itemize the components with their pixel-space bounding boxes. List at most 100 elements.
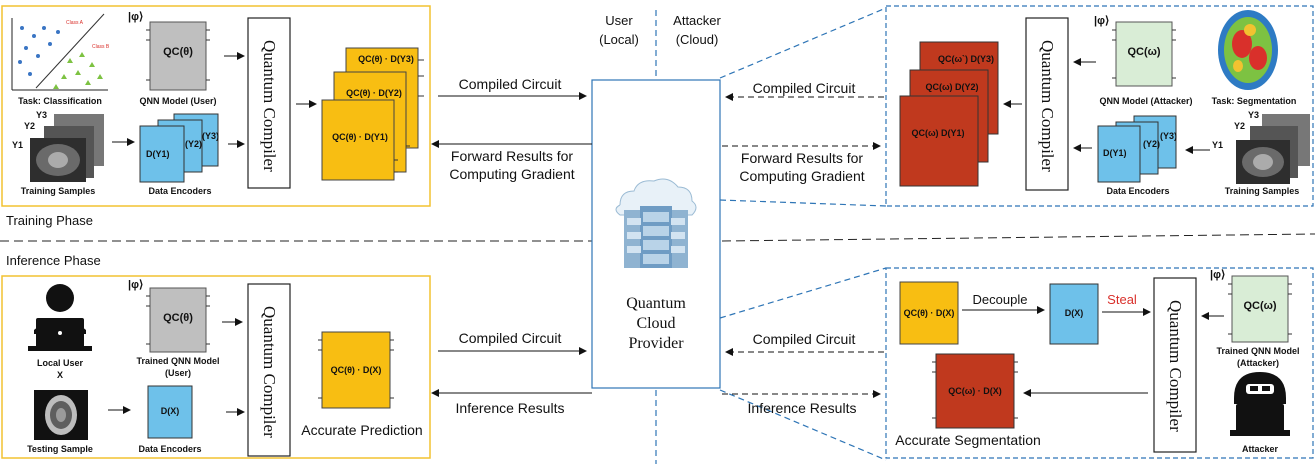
stack-user-2-label: QC(θ) · D(Y2): [346, 88, 402, 98]
compiler-label-attacker-train: Quantum Compiler: [1038, 40, 1057, 172]
y3-attacker: Y3: [1248, 110, 1260, 120]
cloud-label-1: Quantum: [626, 295, 686, 312]
classification-plot: [11, 13, 108, 91]
header-attacker: Attacker: [673, 13, 721, 28]
qnn-user-trained-box-label: QC(θ): [163, 312, 193, 324]
compiler-label-user-infer: Quantum Compiler: [260, 306, 279, 438]
result-attacker-label: QC(ω) · D(X): [948, 386, 1002, 396]
quantum-compiler-attacker-infer: [1153, 277, 1197, 453]
encoder-user-3-label: (Y3): [202, 131, 220, 141]
stolen-encoder-label: D(X): [1064, 308, 1084, 318]
compiled-label-user-train: Compiled Circuit: [458, 76, 562, 92]
class-b-label: Class B: [92, 44, 110, 50]
encoders-user-label: Data Encoders: [148, 186, 212, 196]
attacker-link-mid2: [719, 267, 887, 319]
attacker-hacker-icon: [1230, 372, 1290, 436]
stack-attacker-1-label: QC(ω) D(Y1): [911, 128, 965, 138]
forward-label-user-1: Forward Results for: [450, 148, 574, 164]
qnn-attacker-box: [1115, 21, 1173, 87]
encoder-user-1-label: D(Y1): [146, 149, 170, 159]
steal-label: Steal: [1107, 292, 1137, 307]
attacker-link-mid: [719, 199, 887, 207]
forward-label-attacker-2: Computing Gradient: [739, 168, 865, 184]
encoder-user-1: [139, 125, 185, 183]
stack-user-1-label: QC(θ) · D(Y1): [332, 132, 388, 142]
training-samples-attacker-label: Training Samples: [1224, 186, 1300, 196]
encoder-user-2-label: (Y2): [185, 139, 203, 149]
attacker-training-ct-images: [1236, 114, 1310, 184]
encoder-attacker-3-label: (Y3): [1160, 131, 1178, 141]
qnn-attacker-trained-box: [1231, 275, 1289, 343]
result-user-box: [321, 331, 391, 409]
server-icon: [615, 178, 697, 268]
cloud-label-3: Provider: [628, 335, 684, 352]
qnn-user-box: [149, 21, 207, 91]
cloud-label-2: Cloud: [636, 315, 676, 332]
qnn-attacker-box-label: QC(ω): [1127, 46, 1161, 58]
forward-label-attacker-1: Forward Results for: [740, 150, 864, 166]
phi-attacker-infer: |φ⟩: [1210, 269, 1226, 281]
trained-qnn-user-label-2: (User): [164, 368, 192, 378]
y2-attacker: Y2: [1234, 121, 1246, 131]
encoder-attacker-2-label: (Y2): [1143, 139, 1161, 149]
training-ct-images: [30, 114, 104, 182]
encoder-attacker-1: [1097, 125, 1141, 183]
accurate-prediction-label: Accurate Prediction: [301, 422, 423, 438]
header-user: User: [605, 13, 633, 28]
forward-label-user-2: Computing Gradient: [449, 166, 575, 182]
class-a-label: Class A: [66, 20, 83, 26]
compiler-label-attacker-infer: Quantum Compiler: [1166, 300, 1185, 432]
attacker-label: Attacker: [1241, 444, 1279, 454]
attacker-training-frame: [885, 5, 1314, 207]
qnn-attacker-label: QNN Model (Attacker): [1099, 96, 1193, 106]
compiler-label-user-train: Quantum Compiler: [260, 40, 279, 172]
quantum-compiler-user-train: [247, 17, 291, 189]
task-segmentation-label: Task: Segmentation: [1211, 96, 1297, 106]
stack-attacker-2-label: QC(ω) D(Y2): [925, 82, 979, 92]
compiled-label-attacker-infer: Compiled Circuit: [752, 331, 856, 347]
phi-user-train: |φ⟩: [128, 11, 144, 23]
accurate-segmentation-label: Accurate Segmentation: [895, 432, 1041, 448]
header-user-location: (Local): [599, 32, 639, 47]
encoder-attacker-1-label: D(Y1): [1103, 148, 1127, 158]
attacker-link-bot: [719, 389, 887, 461]
trained-qnn-attacker-label-1: Trained QNN Model: [1216, 346, 1300, 356]
testing-sample-label: Testing Sample: [27, 444, 93, 454]
local-user-label: Local User: [36, 358, 84, 368]
stack-attacker-3-label: QC(ω`) D(Y3): [937, 54, 995, 64]
stack-attacker-1: [899, 95, 979, 187]
brain-segmentation-image: [1218, 10, 1278, 90]
y2-user: Y2: [24, 121, 36, 131]
phi-user-infer: |φ⟩: [128, 279, 144, 291]
encoder-user-x-caption: Data Encoders: [138, 444, 202, 454]
encoder-user-x-label: D(X): [160, 406, 180, 416]
training-samples-user-label: Training Samples: [20, 186, 96, 196]
result-user-label: QC(θ) · D(X): [330, 365, 382, 375]
y1-user: Y1: [12, 140, 24, 150]
qnn-user-label: QNN Model (User): [139, 96, 217, 106]
qnn-user-trained-box: [149, 287, 207, 353]
quantum-compiler-user-infer: [247, 283, 291, 457]
x-label: X: [56, 370, 64, 380]
encoder-user-x: [147, 385, 193, 439]
compiled-label-attacker-train: Compiled Circuit: [752, 80, 856, 96]
trained-qnn-user-label-1: Trained QNN Model: [136, 356, 220, 366]
testing-sample-image: [34, 390, 88, 440]
inference-label-attacker: Inference Results: [747, 400, 857, 416]
quantum-compiler-attacker-train: [1025, 17, 1069, 191]
header-attacker-location: (Cloud): [675, 32, 719, 47]
result-attacker-box: [935, 353, 1015, 429]
compiled-label-user-infer: Compiled Circuit: [458, 330, 562, 346]
y3-user: Y3: [36, 110, 48, 120]
inference-label-user: Inference Results: [455, 400, 565, 416]
local-user-icon: [28, 284, 92, 351]
phase-inference-label: Inference Phase: [6, 253, 101, 268]
decouple-label: Decouple: [972, 292, 1028, 307]
encoders-attacker-label: Data Encoders: [1106, 186, 1170, 196]
stolen-encoder-box: [1049, 283, 1099, 345]
qnn-attacker-trained-box-label: QC(ω): [1243, 300, 1277, 312]
attacker-inference-frame: [885, 267, 1314, 459]
phase-training-label: Training Phase: [6, 213, 93, 228]
